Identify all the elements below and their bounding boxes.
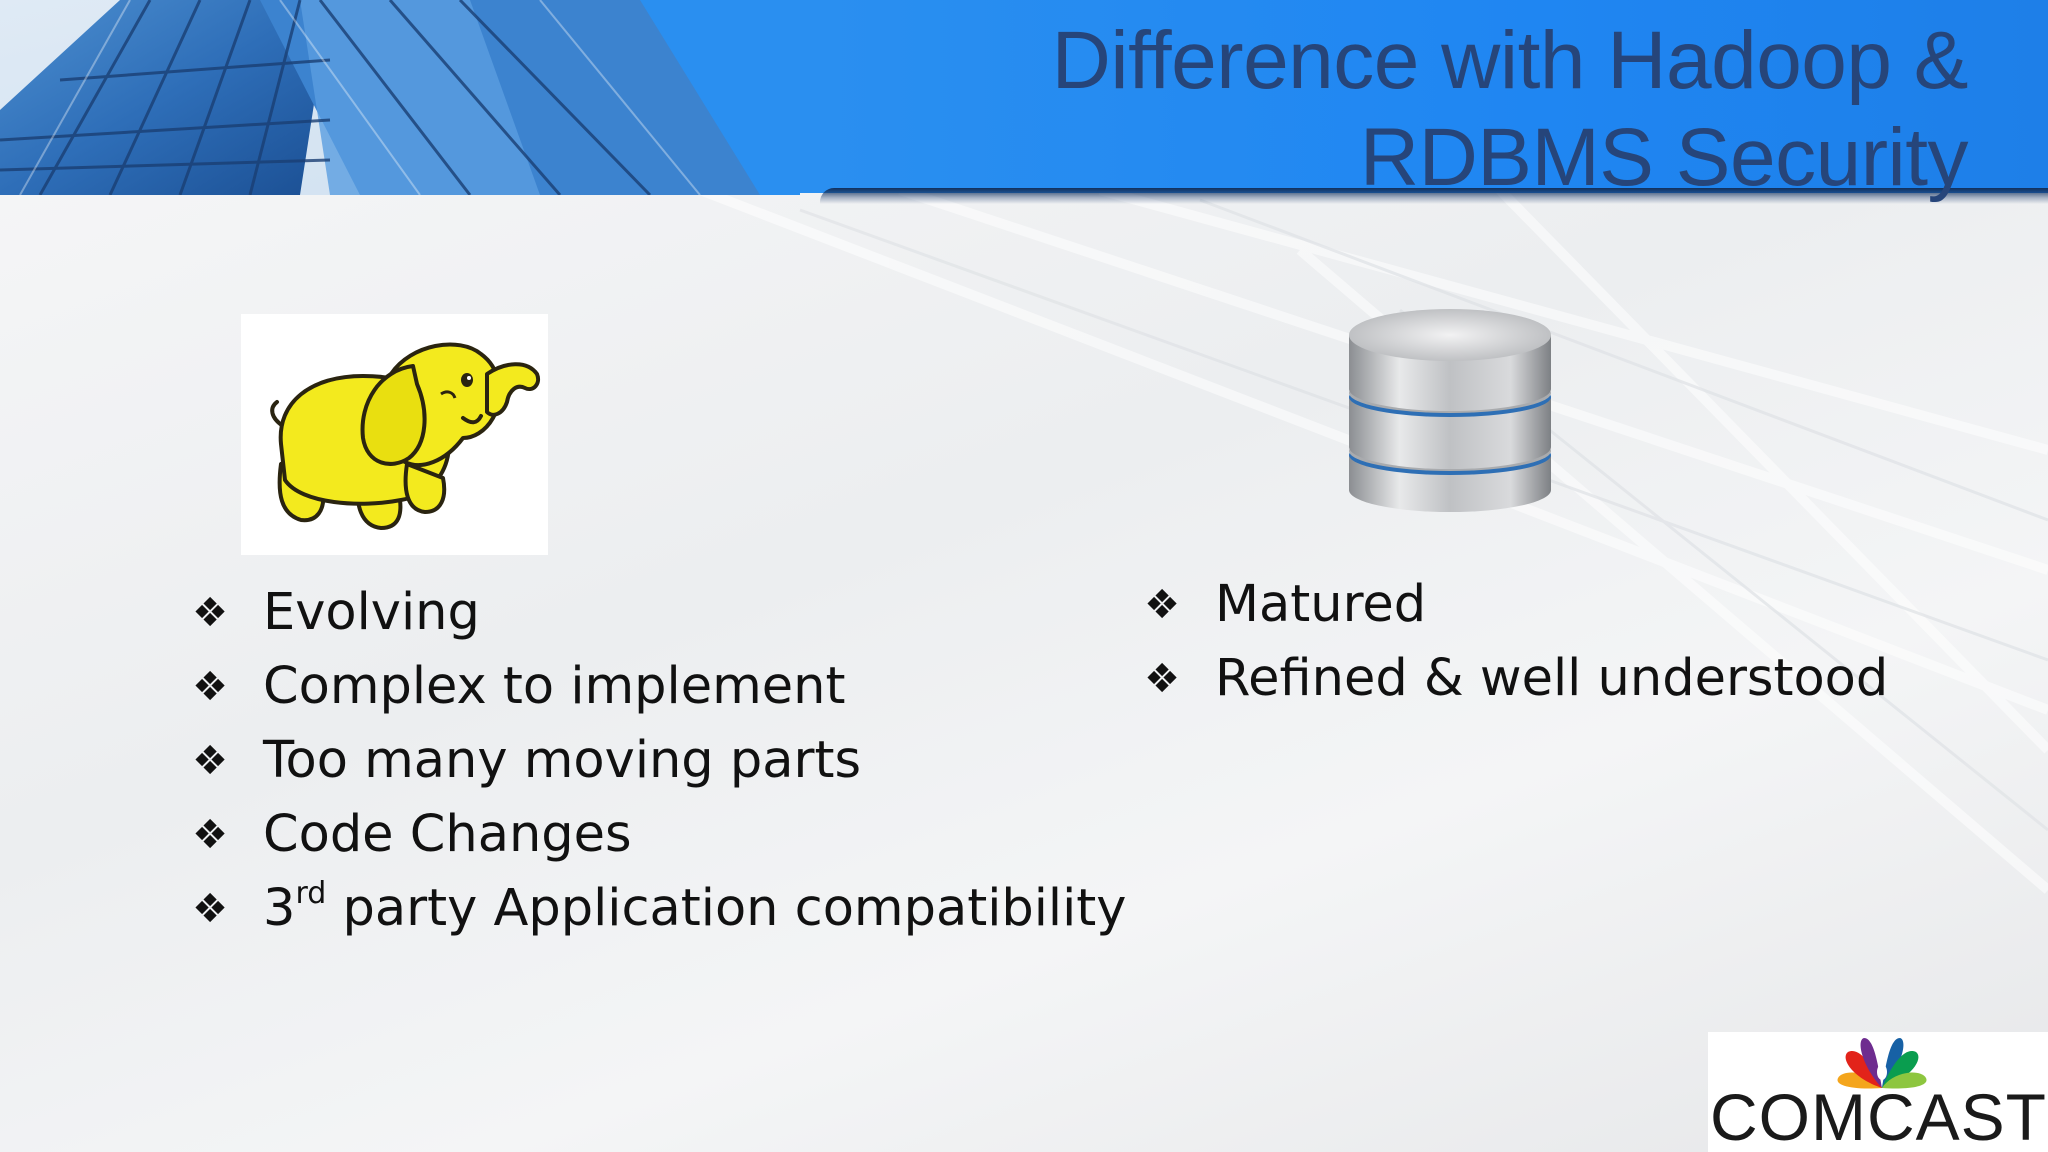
title-line-1: Difference with Hadoop &	[1051, 15, 1969, 106]
list-item-label: Matured	[1215, 575, 1427, 634]
hadoop-logo	[241, 314, 548, 555]
database-cylinder-icon	[1349, 309, 1551, 512]
comcast-logo: COMCAST	[1708, 1032, 2048, 1152]
list-item: ❖ Refined & well understood	[1142, 642, 2022, 716]
rdbms-points-list: ❖ Matured ❖ Refined & well understood	[1142, 568, 2022, 716]
list-item-label: 3rd party Application compatibility	[263, 872, 1126, 946]
list-item-rest: party Application compatibility	[326, 879, 1127, 938]
bullet-diamond-icon: ❖	[192, 590, 228, 636]
list-item-label: Code Changes	[263, 805, 632, 864]
bullet-diamond-icon: ❖	[1144, 582, 1180, 628]
page-title: Difference with Hadoop & RDBMS Security	[868, 12, 1969, 206]
list-item: ❖ Complex to implement	[190, 650, 1190, 724]
list-item-label: Refined & well understood	[1215, 649, 1889, 708]
bullet-diamond-icon: ❖	[192, 886, 228, 932]
list-item: ❖ Code Changes	[190, 798, 1190, 872]
bullet-diamond-icon: ❖	[192, 664, 228, 710]
bullet-diamond-icon: ❖	[192, 812, 228, 858]
building-photo	[0, 0, 800, 195]
header-shadow	[820, 188, 2048, 204]
comcast-wordmark: COMCAST	[1710, 1080, 2047, 1152]
nbc-peacock-icon	[1837, 1038, 1927, 1089]
ordinal-number: 3	[263, 879, 296, 938]
list-item: ❖ Evolving	[190, 576, 1190, 650]
list-item: ❖ Too many moving parts	[190, 724, 1190, 798]
list-item: ❖ 3rd party Application compatibility	[190, 872, 1190, 946]
title-line-2: RDBMS Security	[1359, 112, 1969, 203]
bullet-diamond-icon: ❖	[192, 738, 228, 784]
ordinal-suffix: rd	[295, 876, 327, 911]
hadoop-elephant-icon	[270, 342, 540, 530]
list-item: ❖ Matured	[1142, 568, 2022, 642]
list-item-label: Evolving	[263, 583, 480, 642]
list-item-label: Complex to implement	[263, 657, 846, 716]
bullet-diamond-icon: ❖	[1144, 656, 1180, 702]
list-item-label: Too many moving parts	[263, 731, 862, 790]
hadoop-points-list: ❖ Evolving ❖ Complex to implement ❖ Too …	[190, 576, 1190, 946]
